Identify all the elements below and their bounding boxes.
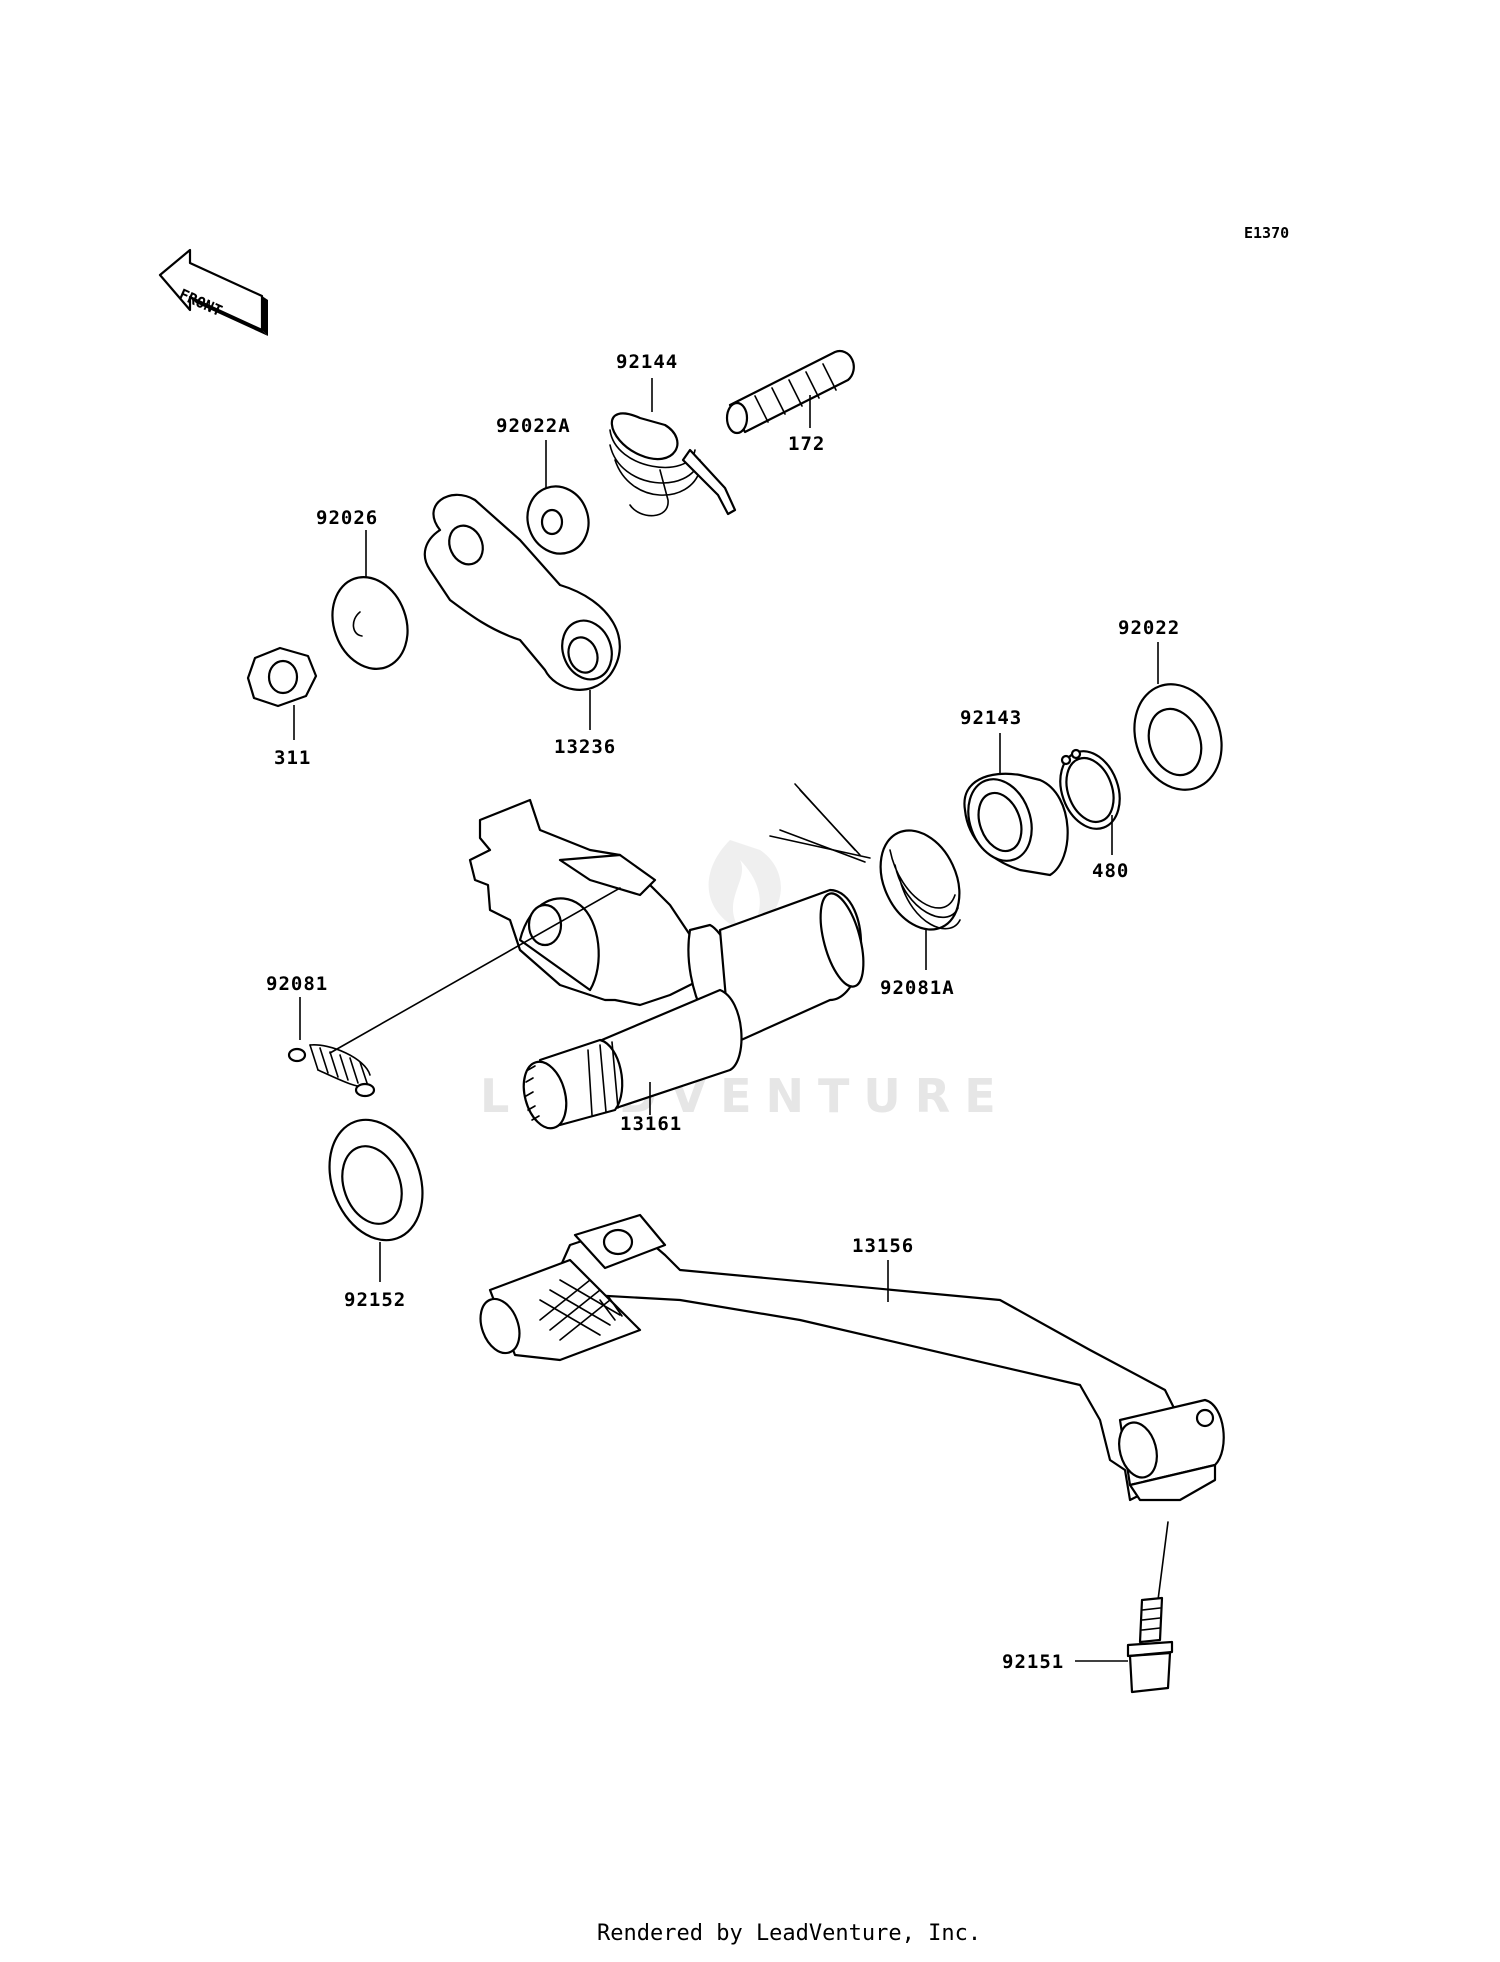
part-92081-spring bbox=[287, 887, 621, 1098]
part-13161-shift-shaft bbox=[468, 798, 865, 1130]
part-92152-seal bbox=[328, 1118, 424, 1242]
label-92144: 92144 bbox=[616, 351, 678, 373]
label-92081: 92081 bbox=[266, 973, 328, 995]
label-92022A: 92022A bbox=[496, 415, 571, 437]
label-13161: 13161 bbox=[620, 1113, 682, 1135]
label-13236: 13236 bbox=[554, 736, 616, 758]
part-480-circlip bbox=[1059, 748, 1121, 830]
part-92143-collar bbox=[963, 772, 1069, 877]
footer-credit: Rendered by LeadVenture, Inc. bbox=[597, 1921, 981, 1946]
part-92022-washer bbox=[1133, 683, 1223, 791]
label-172: 172 bbox=[788, 433, 825, 455]
label-13156: 13156 bbox=[852, 1235, 914, 1257]
label-92026: 92026 bbox=[316, 507, 378, 529]
label-92081A: 92081A bbox=[880, 977, 955, 999]
diagram-code: E1370 bbox=[1244, 224, 1289, 242]
part-92081A-spring bbox=[769, 783, 961, 931]
part-92144-spring bbox=[609, 412, 737, 517]
label-92143: 92143 bbox=[960, 707, 1022, 729]
part-172-pin bbox=[725, 349, 855, 435]
part-13156-shift-pedal bbox=[479, 1213, 1225, 1502]
label-92022: 92022 bbox=[1118, 617, 1180, 639]
flame-logo-icon bbox=[708, 840, 781, 935]
front-arrow-icon: FRONT bbox=[158, 248, 268, 336]
part-311-nut bbox=[246, 646, 318, 708]
label-480: 480 bbox=[1092, 860, 1129, 882]
part-92026-washer bbox=[331, 576, 409, 670]
label-92152: 92152 bbox=[344, 1289, 406, 1311]
part-92022A-washer bbox=[526, 485, 590, 555]
part-92151-bolt bbox=[1126, 1521, 1174, 1694]
label-92151: 92151 bbox=[1002, 1651, 1064, 1673]
part-13236-lever bbox=[423, 493, 621, 691]
label-311: 311 bbox=[274, 747, 311, 769]
